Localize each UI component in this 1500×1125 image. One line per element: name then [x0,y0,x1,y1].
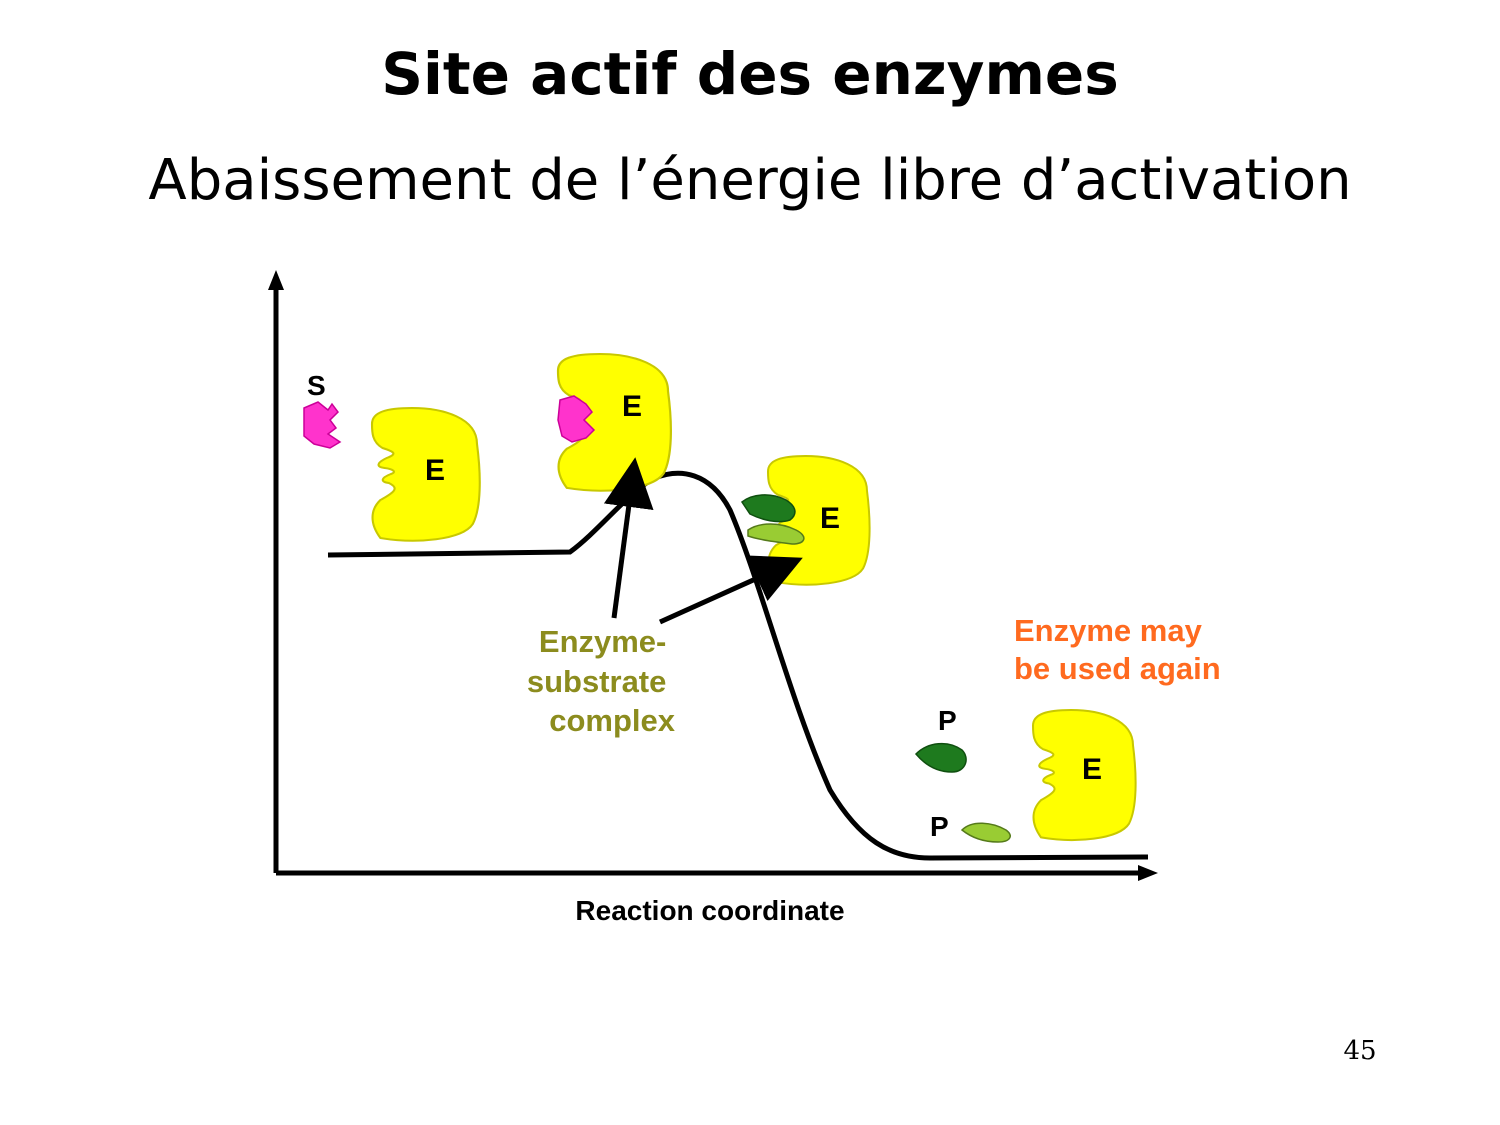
reuse-label: Enzyme may be used again [1014,613,1221,686]
page-number: 45 [1343,1036,1377,1066]
complex-arrow-top [603,457,654,619]
substrate-label: S [307,370,326,401]
slide-title: Site actif des enzymes [381,40,1119,108]
complex-arrow-middle [658,555,803,625]
reuse-label-line-2: be used again [1014,651,1221,686]
enzyme-label-2: E [622,390,642,423]
complex-label-line-3: complex [549,703,676,738]
bound-substrate-shape [557,395,596,443]
complex-label-line-2: substrate [527,664,667,699]
product-label-2: P [930,811,949,842]
reuse-label-line-1: Enzyme may [1014,613,1203,648]
product-label-1: P [938,705,957,736]
enzyme-label-4: E [1082,753,1102,786]
x-axis-label: Reaction coordinate [575,895,844,926]
product-light-shape [960,822,1011,843]
product-dark-shape [914,742,967,773]
enzyme-label-3: E [820,502,840,535]
slide-subtitle: Abaissement de l’énergie libre d’activat… [148,148,1352,213]
bound-product-light-shape [747,523,805,545]
bound-product-dark-shape [740,494,796,523]
x-axis-arrowhead [1138,865,1158,881]
substrate-shape [303,401,342,449]
complex-label-line-1: Enzyme- [539,624,666,659]
enzyme-label-1: E [425,454,445,487]
y-axis-arrowhead [268,270,284,290]
complex-label: Enzyme- substrate complex [527,624,676,738]
